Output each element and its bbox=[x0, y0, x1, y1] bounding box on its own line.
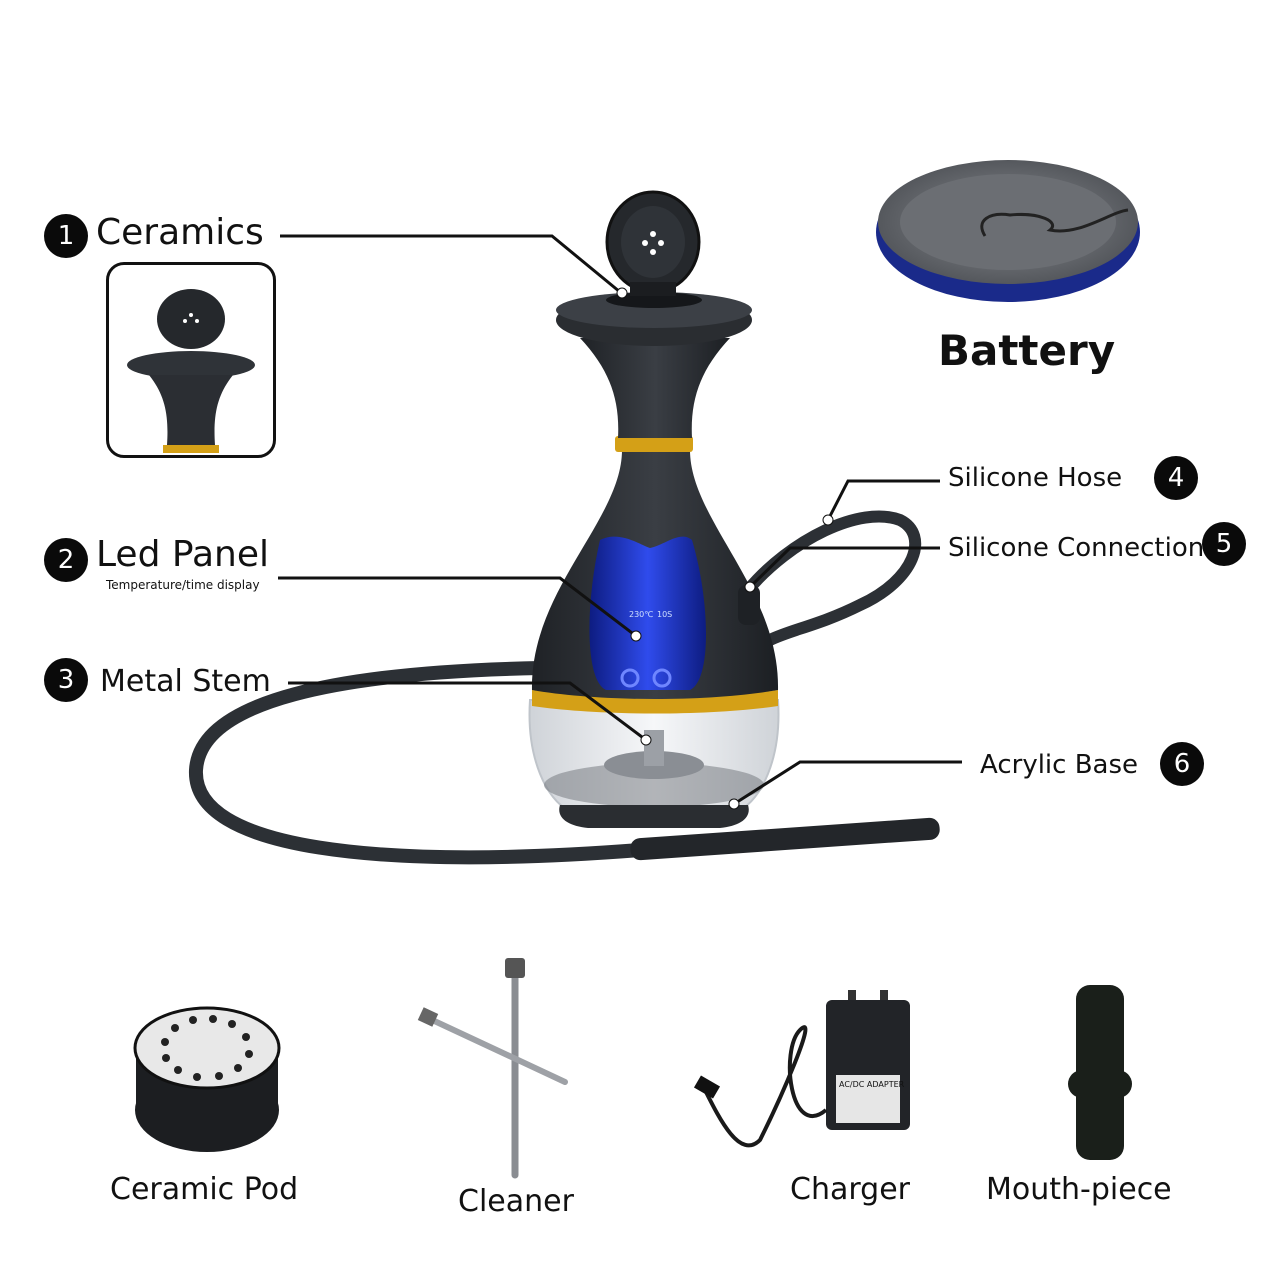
gold-ring-top bbox=[615, 436, 693, 452]
callout-label-acrylic-base: Acrylic Base bbox=[980, 750, 1139, 780]
ceramics-inset bbox=[106, 262, 276, 458]
callout-badge-3: 3 bbox=[44, 658, 88, 702]
hose-connector bbox=[738, 585, 760, 625]
cleaner-image bbox=[417, 958, 568, 1179]
hose-mouthpiece bbox=[630, 817, 940, 861]
callout-badge-5: 5 bbox=[1202, 522, 1246, 566]
accessory-label-ceramic-pod: Ceramic Pod bbox=[110, 1172, 299, 1207]
led-time-readout: 10S bbox=[657, 610, 673, 619]
ceramic-pod-image bbox=[133, 1006, 281, 1152]
accessory-label-mouthpiece: Mouth-piece bbox=[986, 1172, 1172, 1207]
callout-sublabel-led: Temperature/time display bbox=[106, 578, 260, 592]
led-temp-readout: 230℃ bbox=[629, 610, 654, 619]
callout-label-silicone-connection: Silicone Connection bbox=[948, 533, 1205, 563]
callout-label-silicone-hose: Silicone Hose bbox=[948, 463, 1123, 493]
leader-6 bbox=[733, 760, 962, 806]
mouthpiece-image bbox=[1068, 985, 1132, 1160]
leader-5 bbox=[748, 546, 940, 589]
adapter-label: AC/DC ADAPTER bbox=[839, 1080, 905, 1089]
accessory-label-cleaner: Cleaner bbox=[458, 1184, 574, 1219]
led-button-left bbox=[620, 668, 640, 688]
callout-badge-1: 1 bbox=[44, 214, 88, 258]
accessory-label-charger: Charger bbox=[790, 1172, 910, 1207]
battery-label: Battery bbox=[938, 326, 1116, 375]
callout-badge-2: 2 bbox=[44, 538, 88, 582]
leader-4 bbox=[826, 479, 940, 521]
leader-1 bbox=[280, 234, 621, 294]
callout-label-metal-stem: Metal Stem bbox=[100, 664, 271, 699]
vase-neck bbox=[580, 338, 730, 438]
hose-loop bbox=[742, 510, 922, 646]
led-button-right bbox=[652, 668, 672, 688]
hose bbox=[188, 661, 647, 865]
callout-label-led-panel: Led Panel bbox=[96, 534, 269, 575]
leader-2 bbox=[278, 576, 637, 638]
callout-badge-6: 6 bbox=[1160, 742, 1204, 786]
callout-label-ceramics: Ceramics bbox=[96, 212, 264, 253]
callout-badge-4: 4 bbox=[1154, 456, 1198, 500]
leader-3 bbox=[288, 681, 647, 742]
led-panel-shape bbox=[589, 536, 706, 690]
charger-image: AC/DC ADAPTER bbox=[693, 990, 910, 1148]
